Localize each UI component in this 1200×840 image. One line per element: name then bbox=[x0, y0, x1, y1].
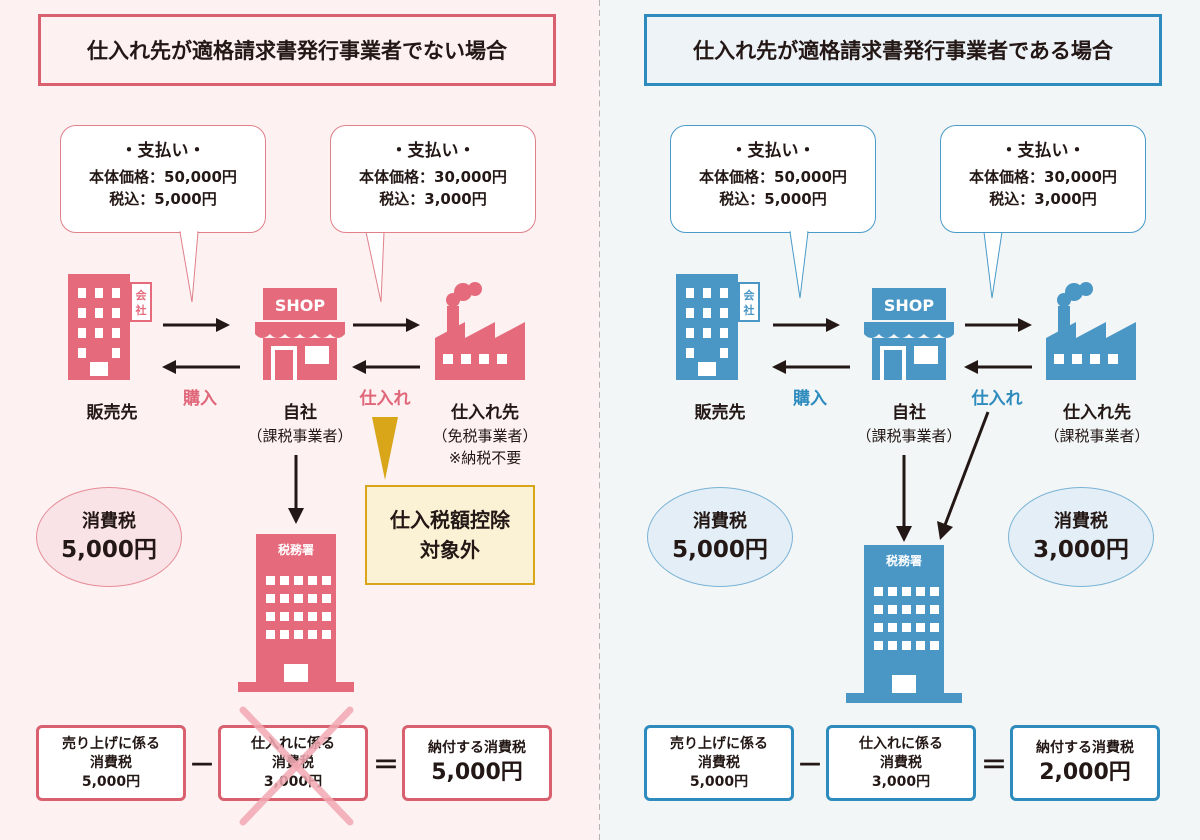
tax-office-sign-text: 税務署 bbox=[278, 542, 314, 557]
self-sublabel: （課税事業者） bbox=[856, 427, 962, 445]
formula-box-line: 納付する消費税 bbox=[1036, 739, 1134, 756]
shop-icon: SHOP bbox=[864, 288, 954, 380]
formula-box-line: 消費税 bbox=[698, 754, 740, 771]
equals-sign: ＝ bbox=[372, 751, 399, 781]
shop-icon: SHOP bbox=[255, 288, 345, 380]
bubble-heading: ・支払い・ bbox=[1000, 141, 1086, 161]
formula-box-amount: 5,000円 bbox=[431, 759, 523, 785]
self-label: 自社 bbox=[892, 403, 926, 423]
consumption-tax-amount: 5,000円 bbox=[61, 537, 157, 563]
company-building-icon: 会 社 bbox=[68, 274, 152, 380]
right-panel: 仕入れ先が適格請求書発行事業者である場合 ・支払い・ 本体価格：50,000円 … bbox=[600, 0, 1200, 840]
bubble-heading: ・支払い・ bbox=[120, 141, 206, 161]
deduction-line2: 対象外 bbox=[420, 538, 480, 562]
company-sign-char: 社 bbox=[743, 303, 755, 317]
supplier-label: 仕入れ先 bbox=[1063, 403, 1131, 423]
formula-box-line: 消費税 bbox=[90, 754, 132, 771]
consumption-tax-ellipse-purchase: 消費税 3,000円 bbox=[1008, 487, 1154, 587]
factory-icon bbox=[1046, 282, 1136, 380]
equals-sign: ＝ bbox=[980, 751, 1007, 781]
seller-label: 販売先 bbox=[694, 403, 746, 423]
seller-label: 販売先 bbox=[86, 403, 138, 423]
formula-sales-tax-box: 売り上げに係る 消費税 5,000円 bbox=[644, 725, 794, 801]
self-sublabel: （課税事業者） bbox=[247, 427, 353, 445]
bubble-price: 本体価格：50,000円 bbox=[699, 168, 847, 186]
flow-arrows bbox=[772, 318, 1032, 542]
shop-sign-text: SHOP bbox=[884, 296, 935, 315]
formula-payable-tax-box: 納付する消費税 5,000円 bbox=[402, 725, 552, 801]
company-sign-char: 社 bbox=[135, 303, 147, 317]
flow-arrows bbox=[162, 318, 420, 524]
consumption-tax-amount: 3,000円 bbox=[1033, 537, 1129, 563]
formula-box-line: 売り上げに係る bbox=[62, 735, 160, 752]
payment-bubble-purchase: ・支払い・ 本体価格：30,000円 税込：3,000円 bbox=[330, 125, 536, 233]
payment-bubble-purchase: ・支払い・ 本体価格：30,000円 税込：3,000円 bbox=[940, 125, 1146, 233]
formula-box-amount: 2,000円 bbox=[1039, 759, 1131, 785]
consumption-tax-ellipse-sales: 消費税 5,000円 bbox=[647, 487, 793, 587]
purchase-arrow-label: 購入 bbox=[793, 389, 827, 409]
formula-box-line: 納付する消費税 bbox=[428, 739, 526, 756]
bubble-tax: 税込：3,000円 bbox=[989, 190, 1097, 208]
supplier-sublabel: （課税事業者） bbox=[1044, 427, 1150, 445]
self-label: 自社 bbox=[283, 403, 317, 423]
factory-icon bbox=[435, 282, 525, 380]
company-sign-char: 会 bbox=[136, 288, 148, 302]
formula-sales-tax-box: 売り上げに係る 消費税 5,000円 bbox=[36, 725, 186, 801]
shop-sign-text: SHOP bbox=[275, 296, 326, 315]
left-panel: 仕入れ先が適格請求書発行事業者でない場合 ・支払い・ 本体価格：50,000円 … bbox=[0, 0, 600, 840]
minus-sign: － bbox=[796, 751, 823, 781]
bubble-price: 本体価格：30,000円 bbox=[359, 168, 507, 186]
cross-out-mark bbox=[239, 706, 354, 826]
company-building-icon: 会 社 bbox=[676, 274, 760, 380]
bubble-tax: 税込：5,000円 bbox=[719, 190, 827, 208]
formula-box-amount: 5,000円 bbox=[689, 773, 749, 790]
consumption-tax-ellipse: 消費税 5,000円 bbox=[36, 487, 182, 587]
consumption-tax-amount: 5,000円 bbox=[672, 537, 768, 563]
formula-payable-tax-box: 納付する消費税 2,000円 bbox=[1010, 725, 1160, 801]
consumption-tax-label: 消費税 bbox=[82, 511, 136, 532]
payment-bubble-sales: ・支払い・ 本体価格：50,000円 税込：5,000円 bbox=[60, 125, 266, 233]
supplier-label: 仕入れ先 bbox=[451, 403, 519, 423]
supplier-note: ※納税不要 bbox=[448, 449, 522, 467]
formula-box-amount: 3,000円 bbox=[871, 773, 931, 790]
bubble-heading: ・支払い・ bbox=[730, 141, 816, 161]
company-sign-char: 会 bbox=[744, 288, 756, 302]
bubble-tails bbox=[789, 230, 1003, 299]
bubble-tax: 税込：3,000円 bbox=[379, 190, 487, 208]
consumption-tax-label: 消費税 bbox=[1054, 511, 1108, 532]
deduction-line1: 仕入税額控除 bbox=[390, 508, 510, 532]
consumption-tax-label: 消費税 bbox=[693, 511, 747, 532]
supplier-sublabel: （免税事業者） bbox=[432, 427, 538, 445]
right-title: 仕入れ先が適格請求書発行事業者である場合 bbox=[644, 14, 1162, 86]
bubble-price: 本体価格：30,000円 bbox=[969, 168, 1117, 186]
payment-bubble-sales: ・支払い・ 本体価格：50,000円 税込：5,000円 bbox=[670, 125, 876, 233]
formula-box-line: 売り上げに係る bbox=[670, 735, 768, 752]
formula-box-line: 仕入れに係る bbox=[859, 735, 943, 752]
formula-purchase-tax-box: 仕入れに係る 消費税 3,000円 bbox=[826, 725, 976, 801]
tax-office-icon: 税務署 bbox=[846, 545, 962, 703]
tax-office-icon: 税務署 bbox=[238, 534, 354, 692]
left-title: 仕入れ先が適格請求書発行事業者でない場合 bbox=[38, 14, 556, 86]
supply-arrow-label: 仕入れ bbox=[971, 389, 1023, 409]
tax-office-sign-text: 税務署 bbox=[886, 553, 922, 568]
formula-box-amount: 5,000円 bbox=[81, 773, 141, 790]
purchase-arrow-label: 購入 bbox=[183, 389, 217, 409]
bubble-heading: ・支払い・ bbox=[390, 141, 476, 161]
deduction-excluded-box: 仕入税額控除 対象外 bbox=[365, 485, 535, 585]
bubble-price: 本体価格：50,000円 bbox=[89, 168, 237, 186]
formula-box-line: 消費税 bbox=[880, 754, 922, 771]
minus-sign: － bbox=[188, 751, 215, 781]
bubble-tax: 税込：5,000円 bbox=[109, 190, 217, 208]
supply-arrow-label: 仕入れ bbox=[359, 389, 411, 409]
